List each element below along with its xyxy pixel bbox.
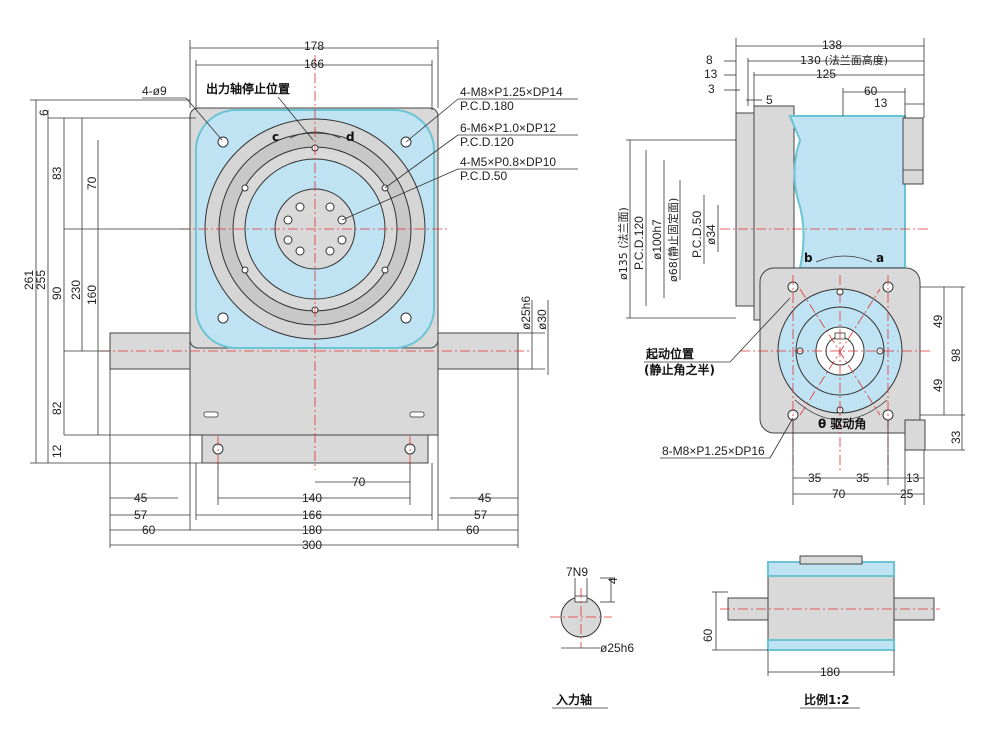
stop-position-label: 出力轴停止位置 (206, 81, 290, 96)
dim-pcd50-side: P.C.D.50 (690, 211, 704, 258)
dim-49-upper: 49 (931, 314, 945, 328)
dim-35-right: 35 (856, 471, 870, 485)
bottom-base (767, 639, 895, 651)
dim-70-side: 70 (832, 487, 846, 501)
m5-hole (283, 215, 293, 225)
bottom-width-180: 180 (820, 665, 840, 679)
scale-caption: 比例1:2 (804, 692, 850, 707)
dim-70: 70 (85, 176, 99, 190)
dim-160: 160 (85, 285, 99, 305)
dim-13-side-bottom: 13 (906, 471, 920, 485)
dim-45-left: 45 (134, 491, 148, 505)
front-view: c d 出力轴停止位置 4-ø9 178 166 261 255 230 160… (22, 39, 578, 552)
input-shaft-caption: 入力轴 (556, 692, 592, 707)
dim-261: 261 (22, 270, 36, 290)
dim-125: 125 (816, 67, 836, 81)
dim-33: 33 (949, 430, 963, 444)
m6-hole (381, 266, 389, 274)
dim-83: 83 (50, 166, 64, 180)
dim-5: 5 (766, 93, 773, 107)
bottom-height-60: 60 (701, 628, 715, 642)
dim-70-front: 70 (352, 475, 366, 489)
bolt-note-m8-dp16: 8-M8×P1.25×DP16 (662, 444, 765, 458)
dim-phi25h6: ø25h6 (519, 296, 533, 330)
dim-178: 178 (304, 39, 324, 53)
dim-98: 98 (949, 348, 963, 362)
dim-6: 6 (37, 109, 51, 116)
bottom-top-step (799, 555, 863, 565)
shaft-detail: 7N9 4 ø25h6 入力轴 (550, 565, 634, 709)
dim-300: 300 (302, 538, 322, 552)
dim-3: 3 (708, 82, 715, 96)
m5-hole (283, 235, 293, 245)
m8-corner-hole (217, 312, 229, 324)
dim-60-right: 60 (466, 523, 480, 537)
dim-130-flange-height: 130 (法兰面高度) (800, 53, 888, 67)
rotation-d-label: d (346, 130, 355, 144)
slot (203, 411, 219, 418)
m6-hole (241, 266, 249, 274)
m5-hole (337, 235, 347, 245)
dim-13-side-left: 13 (704, 67, 718, 81)
key-depth-4: 4 (606, 577, 620, 584)
dim-phi135-flange: ø135 (法兰面) (616, 207, 630, 280)
hole-label-4-phi9: 4-ø9 (142, 84, 167, 98)
start-position-label: 起动位置 (645, 346, 694, 361)
dim-8: 8 (706, 53, 713, 67)
slot (409, 411, 425, 418)
m8-corner-hole (400, 312, 412, 324)
dim-166-bottom: 166 (302, 508, 322, 522)
rotation-c-label: c (272, 130, 279, 144)
dim-phi100h7: ø100h7 (650, 219, 664, 260)
dim-pcd120-side: P.C.D.120 (632, 216, 646, 270)
bottom-view: 60 180 比例1:2 (701, 555, 940, 709)
bottom-housing (767, 571, 895, 649)
key-label-7n9: 7N9 (566, 565, 588, 579)
dim-82: 82 (50, 401, 64, 415)
m5-hole (325, 246, 335, 256)
note-pcd50: P.C.D.50 (460, 169, 507, 183)
theta-drive-angle: θ 驱动角 (818, 416, 866, 431)
dim-140: 140 (302, 491, 322, 505)
dim-230: 230 (69, 280, 83, 300)
dim-35-left: 35 (808, 471, 822, 485)
dim-13-side-top: 13 (874, 96, 888, 110)
side-view: b a θ 驱动角 138 130 (法兰面高度) 125 60 13 8 13… (616, 38, 965, 505)
note-m6: 6-M6×P1.0×DP12 (460, 121, 556, 135)
m6-hole (241, 184, 249, 192)
rotation-b-label: b (804, 251, 813, 265)
side-blue-body (788, 115, 906, 269)
note-m8: 4-M8×P1.25×DP14 (460, 85, 563, 99)
flange-plate (735, 112, 755, 307)
note-pcd120: P.C.D.120 (460, 135, 514, 149)
dim-57-right: 57 (474, 508, 488, 522)
half-dwell-label: (静止角之半) (644, 362, 715, 377)
dim-phi68: ø68(静止固定面) (666, 198, 680, 282)
m5-hole (295, 246, 305, 256)
m8-corner-hole (217, 136, 229, 148)
m5-hole (325, 202, 335, 212)
shaft-diameter-label: ø25h6 (600, 641, 634, 655)
dim-166-top: 166 (304, 57, 324, 71)
dim-phi30: ø30 (535, 309, 549, 330)
dim-25: 25 (900, 487, 914, 501)
dim-180: 180 (302, 523, 322, 537)
dim-49-lower: 49 (931, 378, 945, 392)
dim-90: 90 (50, 286, 64, 300)
note-m5: 4-M5×P0.8×DP10 (460, 155, 556, 169)
dim-phi34: ø34 (704, 224, 718, 245)
dim-60-left: 60 (142, 523, 156, 537)
dim-138: 138 (822, 38, 842, 52)
side-foot (904, 419, 926, 451)
dim-255: 255 (34, 270, 48, 290)
dim-57-left: 57 (134, 508, 148, 522)
dim-60-side: 60 (864, 84, 878, 98)
note-pcd180: P.C.D.180 (460, 99, 514, 113)
rotation-a-label: a (876, 251, 884, 265)
dim-12: 12 (50, 444, 64, 458)
dim-45-right: 45 (478, 491, 492, 505)
m5-hole (295, 202, 305, 212)
end-cap (902, 117, 924, 185)
